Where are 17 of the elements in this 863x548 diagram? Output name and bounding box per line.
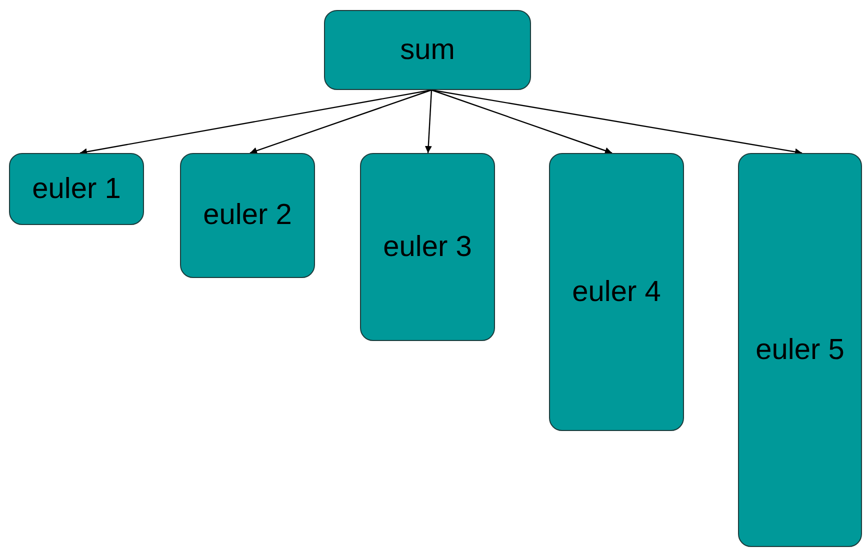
child-box bbox=[360, 153, 495, 341]
node-label: euler 1 bbox=[32, 172, 121, 206]
node-label: euler 3 bbox=[383, 230, 472, 264]
node-label: euler 5 bbox=[756, 334, 844, 366]
child-box bbox=[738, 153, 862, 547]
child-box bbox=[549, 153, 684, 431]
node-label: euler 2 bbox=[203, 199, 292, 232]
arrow bbox=[80, 89, 432, 156]
node-label: euler 4 bbox=[572, 276, 661, 308]
arrow bbox=[431, 89, 612, 154]
arrow bbox=[250, 89, 432, 154]
node-label: sum bbox=[400, 34, 455, 66]
parent-box bbox=[324, 10, 531, 90]
arrow bbox=[424, 90, 432, 154]
arrow bbox=[431, 89, 802, 156]
child-box bbox=[180, 153, 315, 278]
child-box bbox=[9, 153, 144, 225]
